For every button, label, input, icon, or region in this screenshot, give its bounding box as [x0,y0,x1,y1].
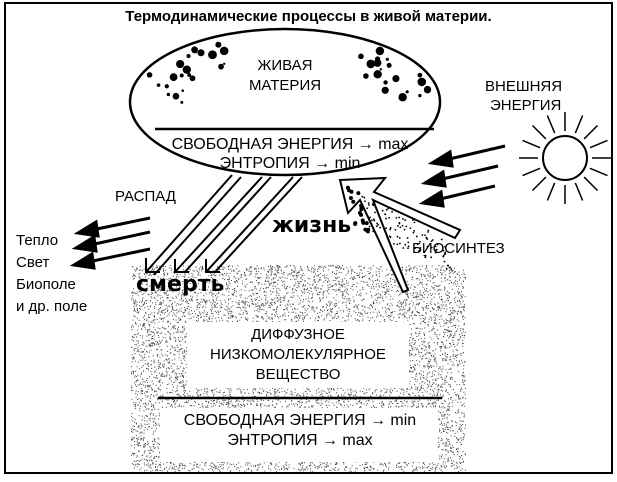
dot [417,77,427,87]
death-arrows [145,174,303,276]
dot [164,84,169,89]
dot [373,70,382,79]
dot [363,73,369,79]
diffuse-label-2: НИЗКОМОЛЕКУЛЯРНОЕ [210,346,386,363]
dot [197,49,205,57]
dot [392,74,400,83]
emission-heat: Тепло [16,232,59,249]
diffuse-entropy: ЭНТРОПИЯ → max [227,432,373,449]
living-matter-label-2: МАТЕРИЯ [248,77,322,94]
diffuse-formula-box [160,408,438,462]
frame [4,2,613,474]
life-arrow-dots [345,185,453,271]
dot [191,46,198,54]
dot [186,53,191,59]
dot [417,72,423,78]
dot [381,86,389,94]
dot [398,93,407,102]
life-arrow [338,176,462,294]
dot [218,63,224,70]
dot [375,46,385,56]
dot [379,68,382,71]
dot [166,92,171,97]
dot [385,57,389,61]
dot [176,59,185,69]
dot [418,93,422,98]
biosynthesis-label: БИОСИНТЕЗ [412,240,505,257]
external-energy-2: ЭНЕРГИЯ [490,97,562,114]
dot [208,50,217,60]
emission-light: Свет [16,254,50,271]
external-energy-1: ВНЕШНЯЯ [485,78,563,95]
living-matter-ellipse [128,27,442,177]
diffuse-label-1: ДИФФУЗНОЕ [251,326,345,343]
life-label: жизнь [272,213,352,238]
dot [182,65,192,74]
living-entropy: ЭНТРОПИЯ → min [219,155,361,172]
diffuse-free-energy: СВОБОДНАЯ ЭНЕРГИЯ → min [183,412,417,429]
dot [405,90,409,94]
emission-biofield: Биополе [16,276,76,293]
sun-icon [519,112,611,204]
death-label: смерть [136,272,225,297]
dot [172,92,180,100]
decay-arrows [69,216,151,270]
living-matter-label-1: ЖИВАЯ [257,57,313,74]
dot [219,46,229,56]
dot [146,72,153,78]
diagram-title: Термодинамические процессы в живой матер… [125,8,492,25]
dot [187,73,192,77]
dot [215,41,222,48]
living-matter-dots [146,41,432,104]
dot [423,85,432,94]
dot [169,73,178,82]
dot [366,59,376,69]
dot [383,80,388,85]
energy-arrows [418,144,506,208]
diffuse-text-box [187,322,409,388]
dot [373,59,382,67]
emission-other: и др. поле [16,298,88,315]
dot [180,100,184,104]
dot [179,73,184,78]
dot [189,75,196,82]
dot [156,83,161,87]
dot [222,62,226,65]
decay-label: РАСПАД [115,188,176,205]
living-free-energy: СВОБОДНАЯ ЭНЕРГИЯ → max [171,136,409,153]
diffuse-label-3: ВЕЩЕСТВО [255,366,341,383]
dot [181,89,185,92]
dot [386,62,392,68]
dot [358,53,364,60]
